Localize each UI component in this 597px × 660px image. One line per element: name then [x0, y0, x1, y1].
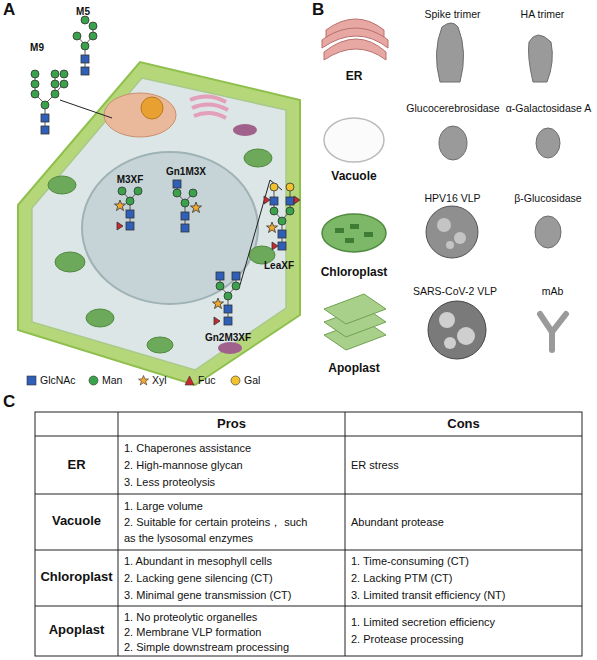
table-cell: 1. Limited secretion efficiency [351, 614, 581, 630]
table-cell: 1. No proteolytic organelles [124, 609, 344, 625]
protein-label: α-Galactosidase A [502, 100, 595, 116]
legend-text: GlcNAc [40, 374, 76, 386]
glycan-label: M3XF [108, 172, 152, 188]
organelle-label: Vacuole [319, 168, 389, 184]
panel-letter: A [3, 2, 27, 18]
table-cell: 2. High-mannose glycan [124, 457, 344, 473]
table-header: Pros [118, 416, 345, 432]
glycan-label: M5 [66, 4, 100, 20]
legend-swatch [138, 375, 149, 386]
legend-text: Xyl [152, 374, 167, 386]
glycan-label: Gn2M3XF [196, 330, 260, 346]
table-header: Chloroplast [35, 569, 118, 585]
table-cell: 1. Large volume [124, 498, 344, 514]
table-cell: 2. Protease processing [351, 631, 581, 647]
protein-label: Glucocerebrosidase [400, 100, 506, 116]
organelle-label: ER [319, 68, 389, 84]
protein-label: HA trimer [505, 6, 580, 22]
legend-symbol [89, 376, 98, 385]
glycan-label: M9 [20, 40, 54, 56]
glycan-label: LeaXF [256, 258, 302, 274]
protein-label: HPV16 VLP [415, 190, 490, 206]
legend-item: Xyl [138, 374, 167, 386]
table-cell: 2. Membrane VLP formation [124, 624, 344, 640]
table-cell: 3. Minimal gene transmission (CT) [124, 587, 344, 603]
glycan-label: Gn1M3X [158, 164, 214, 180]
organelle-label: Chloroplast [309, 264, 399, 280]
panel-letter: C [3, 394, 27, 410]
legend-item: Man [88, 374, 122, 386]
legend-swatch [88, 375, 99, 386]
legend-swatch [230, 375, 241, 386]
table-header: Cons [345, 416, 582, 432]
table-cell: 1. Chaperones assistance [124, 440, 344, 456]
legend-symbol [27, 376, 36, 385]
legend-text: Fuc [198, 374, 216, 386]
protein-label: mAb [515, 283, 590, 299]
panel-letter: B [312, 2, 336, 18]
legend-text: Gal [244, 374, 260, 386]
table-header: ER [35, 457, 118, 473]
legend-swatch [184, 375, 195, 386]
table-cell: 1. Abundant in mesophyll cells [124, 553, 344, 569]
table-cell: 3. Limited transit efficiency (NT) [351, 587, 581, 603]
legend-item: Fuc [184, 374, 216, 386]
organelle-label: Apoplast [319, 360, 389, 376]
table-cell: 1. Time-consuming (CT) [351, 553, 581, 569]
table-header: Apoplast [35, 622, 118, 638]
table-cell: Abundant protease [351, 514, 581, 530]
table-cell: 2. Simple downstream processing [124, 639, 344, 655]
protein-label: β-Glucosidase [503, 190, 593, 206]
legend-symbol [185, 376, 194, 385]
protein-label: SARS-CoV-2 VLP [405, 283, 505, 299]
legend-swatch [26, 375, 37, 386]
legend-symbol [139, 375, 149, 385]
table-cell: 2. Suitable for certain proteins， such a… [124, 514, 314, 546]
legend-item: Gal [230, 374, 260, 386]
legend-symbol [231, 376, 240, 385]
legend-text: Man [102, 374, 122, 386]
table-cell: 2. Lacking PTM (CT) [351, 570, 581, 586]
table-cell: 3. Less proteolysis [124, 474, 344, 490]
table-cell: 2. Lacking gene silencing (CT) [124, 570, 344, 586]
table-cell: ER stress [351, 457, 581, 473]
table-header: Vacuole [35, 513, 118, 529]
legend-item: GlcNAc [26, 374, 76, 386]
protein-label: Spike trimer [415, 6, 490, 22]
